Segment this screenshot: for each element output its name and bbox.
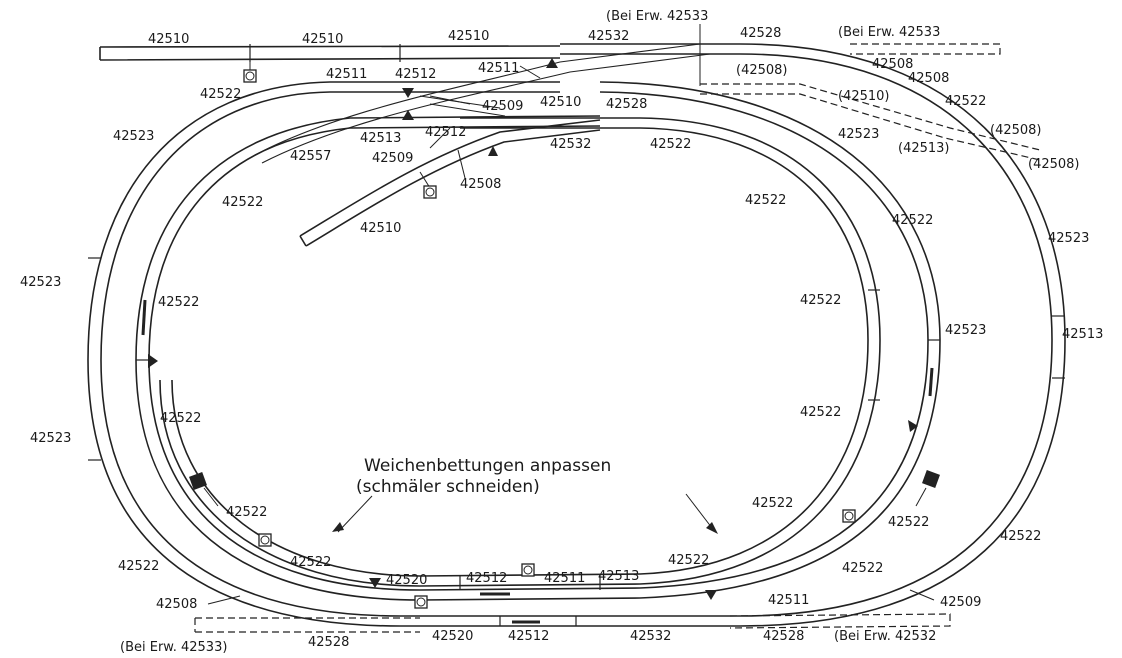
part-label: (42510) [838, 89, 890, 104]
part-label: 42508 [460, 177, 501, 192]
signal-light-icon [521, 563, 535, 577]
part-label: (42508) [990, 123, 1042, 138]
part-label: 42522 [118, 559, 159, 574]
part-label: 42511 [478, 61, 519, 76]
flag-signal-icon [189, 472, 219, 507]
part-label: 42510 [448, 29, 489, 44]
part-label: 42508 [156, 597, 197, 612]
extension-dashed-tracks [194, 43, 1041, 633]
part-label: 42557 [290, 149, 331, 164]
middle-loop-track [135, 81, 941, 601]
inner-loop-track [159, 117, 881, 587]
track-geometry [87, 43, 1066, 633]
part-label: 42510 [360, 221, 401, 236]
note-line-2: (schmäler schneiden) [356, 477, 540, 497]
part-label: 42522 [1000, 529, 1041, 544]
part-label: 42522 [290, 555, 331, 570]
section-ticks [88, 44, 1065, 626]
signals [141, 58, 940, 624]
part-label: 42522 [222, 195, 263, 210]
part-label: 42523 [838, 127, 879, 142]
part-label: (42508) [1028, 157, 1080, 172]
part-label: 42528 [606, 97, 647, 112]
diagonal-siding-track [299, 119, 601, 247]
part-label: 42522 [752, 496, 793, 511]
signal-light-icon [842, 509, 856, 523]
part-label: 42522 [160, 411, 201, 426]
part-label: (Bei Erw. 42533) [120, 640, 227, 655]
part-label: 42512 [395, 67, 436, 82]
part-label: 42532 [550, 137, 591, 152]
part-label: 42523 [1048, 231, 1089, 246]
part-label: 42522 [745, 193, 786, 208]
part-label: 42512 [425, 125, 466, 140]
part-label: 42522 [200, 87, 241, 102]
part-label: 42510 [302, 32, 343, 47]
part-label: 42532 [630, 629, 671, 644]
part-label: 42522 [945, 94, 986, 109]
signal-light-icon [419, 171, 437, 199]
part-label: 42509 [940, 595, 981, 610]
part-label: (42508) [736, 63, 788, 78]
part-label: 42522 [650, 137, 691, 152]
part-label: 42511 [768, 593, 809, 608]
track-bumper-icon [141, 299, 934, 624]
part-label: 42523 [30, 431, 71, 446]
part-label: 42523 [20, 275, 61, 290]
part-label: 42522 [668, 553, 709, 568]
part-label: 42508 [908, 71, 949, 86]
part-label: 42528 [740, 26, 781, 41]
part-label: 42513 [598, 569, 639, 584]
part-label: 42522 [892, 213, 933, 228]
part-label: 42523 [113, 129, 154, 144]
part-label: (Bei Erw. 42533 [838, 25, 940, 40]
part-label: 42522 [842, 561, 883, 576]
part-label: 42508 [872, 57, 913, 72]
direction-triangle-icon [148, 58, 918, 600]
part-label: 42532 [588, 29, 629, 44]
part-label: 42522 [800, 405, 841, 420]
part-label: 42522 [158, 295, 199, 310]
signal-light-icon [243, 62, 257, 83]
flag-signal-icon [915, 470, 940, 507]
part-label: (Bei Erw. 42533 [606, 9, 708, 24]
part-label: 42520 [432, 629, 473, 644]
part-label: 42528 [308, 635, 349, 650]
part-label: 42512 [466, 571, 507, 586]
part-label: 42523 [945, 323, 986, 338]
part-label: 42520 [386, 573, 427, 588]
part-label: 42509 [482, 99, 523, 114]
part-label: (Bei Erw. 42532 [834, 629, 936, 644]
part-label: (42513) [898, 141, 950, 156]
top-siding-track [99, 45, 561, 61]
part-label: 42513 [360, 131, 401, 146]
part-labels: 42510 42510 42510 42532 (Bei Erw. 42533 … [20, 9, 1103, 655]
part-label: 42510 [148, 32, 189, 47]
signal-light-icon [258, 533, 272, 547]
part-label: 42509 [372, 151, 413, 166]
part-label: 42510 [540, 95, 581, 110]
note-block: Weichenbettungen anpassen (schmäler schn… [356, 456, 611, 497]
part-label: 42522 [800, 293, 841, 308]
note-line-1: Weichenbettungen anpassen [364, 456, 611, 476]
part-label: 42513 [1062, 327, 1103, 342]
part-label: 42522 [888, 515, 929, 530]
part-label: 42511 [326, 67, 367, 82]
part-label: 42528 [763, 629, 804, 644]
part-label: 42522 [226, 505, 267, 520]
part-label: 42512 [508, 629, 549, 644]
signal-light-icon [414, 595, 428, 609]
leader-lines [207, 24, 935, 605]
part-label: 42511 [544, 571, 585, 586]
outer-loop-track [87, 43, 1066, 627]
